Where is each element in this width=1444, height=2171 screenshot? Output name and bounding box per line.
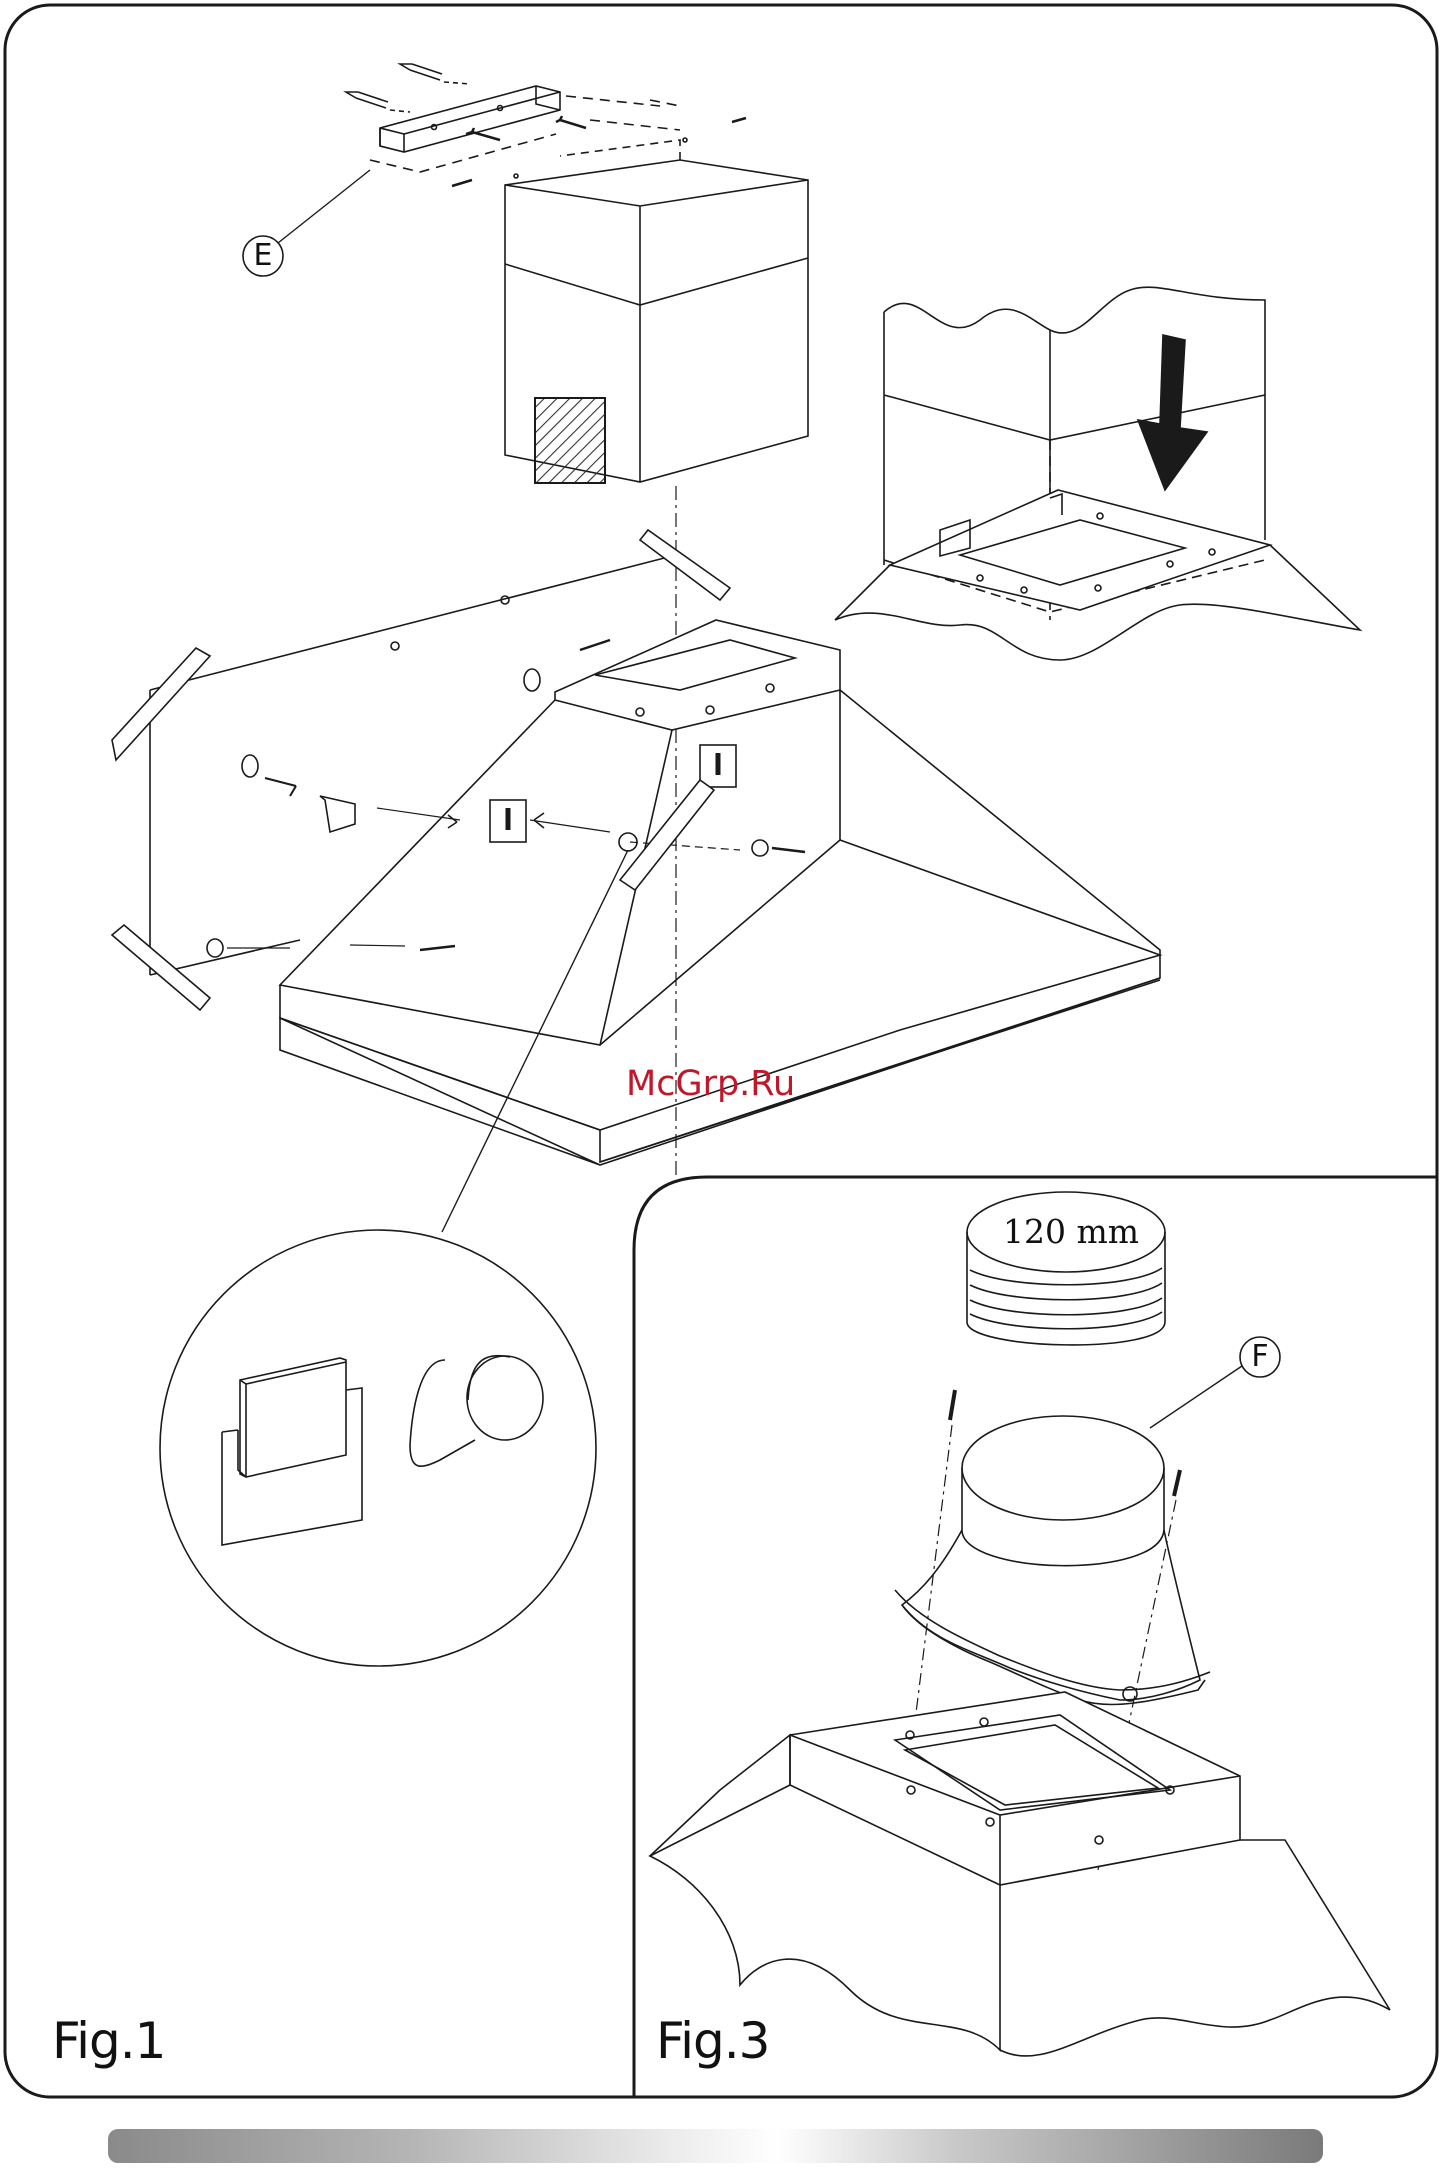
footer-tone-bar: [108, 2129, 1323, 2163]
hood-top-section: [650, 1692, 1390, 2056]
detail-magnifier: [160, 1230, 596, 1666]
fig3-label: Fig.3: [656, 2012, 769, 2070]
down-arrow-icon: [1138, 335, 1207, 490]
chimney-duct: [505, 138, 808, 483]
fig3-panel-border: [634, 1177, 1437, 2097]
chimney-detail-inset: [835, 287, 1360, 660]
vent-grille: [535, 398, 605, 483]
diameter-label: 120 mm: [996, 1212, 1146, 1251]
callout-f-label: F: [1240, 1337, 1280, 1377]
fig3-drawing: [650, 1192, 1390, 2056]
wall-panel: [112, 530, 730, 1010]
fig1-drawing: [112, 64, 1360, 1666]
fig1-label: Fig.1: [52, 2012, 165, 2070]
watermark-text: McGrp.Ru: [626, 1064, 795, 1104]
callout-e-label: E: [243, 236, 283, 276]
